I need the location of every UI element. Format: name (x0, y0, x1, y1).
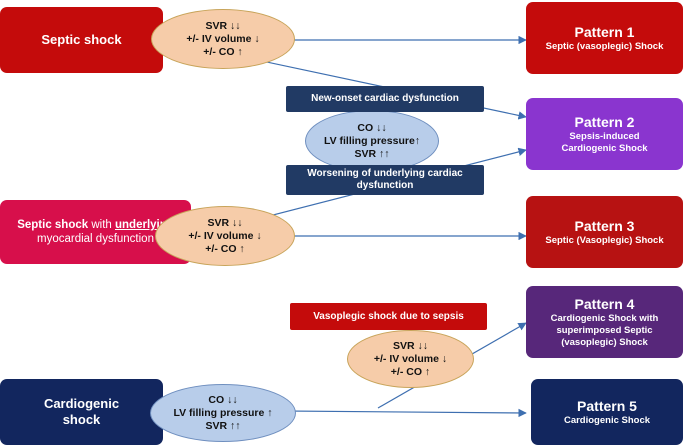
hemo-septic-line2: +/- IV volume ↓ (186, 32, 260, 45)
pattern-5-title: Pattern 5 (577, 397, 637, 414)
source-cardiogenic-line1: Cardiogenic (43, 396, 120, 411)
hemodynamics-cardiac-dysfunction: CO ↓↓ LV filling pressure↑ SVR ↑↑ (305, 110, 439, 172)
source-cardiogenic-shock: Cardiogenic shock (0, 379, 163, 445)
hemo-cardiogenic-line2: LV filling pressure ↑ (173, 406, 273, 419)
pattern-4-subtitle-line1: Cardiogenic Shock with (550, 312, 659, 324)
hemodynamics-superimposed-septic: SVR ↓↓ +/- IV volume ↓ +/- CO ↑ (347, 330, 474, 388)
hemo-septic-line1: SVR ↓↓ (205, 19, 241, 32)
hemo-septic-line3: +/- CO ↑ (203, 45, 243, 58)
tag-vasoplegic-shock-due-to-sepsis: Vasoplegic shock due to sepsis (290, 303, 487, 330)
tag-new-onset-cardiac-dysfunction: New-onset cardiac dysfunction (286, 86, 484, 112)
pattern-1-subtitle: Septic (vasoplegic) Shock (545, 40, 664, 52)
source-septic-underlying-part2: with (88, 219, 115, 231)
hemodynamics-septic: SVR ↓↓ +/- IV volume ↓ +/- CO ↑ (151, 9, 295, 69)
pattern-1-title: Pattern 1 (574, 23, 635, 40)
pattern-2-box: Pattern 2 Sepsis-induced Cardiogenic Sho… (526, 98, 683, 170)
hemo-septic-underlying-line2: +/- IV volume ↓ (188, 229, 262, 242)
hemo-cardiogenic-line1: CO ↓↓ (208, 393, 238, 406)
pattern-4-title: Pattern 4 (574, 295, 635, 312)
hemo-cardiac-line1: CO ↓↓ (357, 121, 387, 134)
pattern-4-subtitle-line2: superimposed Septic (556, 324, 653, 336)
pattern-2-title: Pattern 2 (574, 113, 635, 130)
source-septic-shock-label: Septic shock (41, 32, 122, 47)
tag-worsening-line2: dysfunction (356, 180, 414, 191)
hemodynamics-cardiogenic: CO ↓↓ LV filling pressure ↑ SVR ↑↑ (150, 384, 296, 442)
hemo-superimposed-line2: +/- IV volume ↓ (373, 352, 448, 365)
tag-vasoplegic-label: Vasoplegic shock due to sepsis (313, 310, 464, 322)
source-cardiogenic-line2: shock (62, 412, 101, 427)
pattern-3-box: Pattern 3 Septic (Vasoplegic) Shock (526, 196, 683, 268)
tag-new-onset-label: New-onset cardiac dysfunction (311, 93, 459, 104)
pattern-2-subtitle-line2: Cardiogenic Shock (561, 142, 648, 154)
hemo-cardiac-line2: LV filling pressure↑ (323, 134, 421, 147)
hemo-superimposed-line1: SVR ↓↓ (392, 339, 428, 352)
hemo-cardiogenic-line3: SVR ↑↑ (205, 419, 241, 432)
tag-worsening-line1: Worsening of underlying cardiac (307, 168, 463, 179)
pattern-2-subtitle-line1: Sepsis-induced (569, 130, 640, 142)
hemo-septic-underlying-line3: +/- CO ↑ (205, 242, 245, 255)
hemo-superimposed-line3: +/- CO ↑ (390, 365, 431, 378)
pattern-4-subtitle-line3: (vasoplegic) Shock (561, 336, 648, 348)
pattern-3-subtitle: Septic (Vasoplegic) Shock (545, 234, 664, 246)
pattern-1-box: Pattern 1 Septic (vasoplegic) Shock (526, 2, 683, 74)
pattern-5-subtitle: Cardiogenic Shock (563, 414, 651, 426)
hemodynamics-septic-underlying: SVR ↓↓ +/- IV volume ↓ +/- CO ↑ (155, 206, 295, 266)
pattern-5-box: Pattern 5 Cardiogenic Shock (531, 379, 683, 445)
source-septic-underlying-part1: Septic shock (17, 219, 89, 231)
tag-worsening-cardiac-dysfunction: Worsening of underlying cardiac dysfunct… (286, 165, 484, 195)
pattern-3-title: Pattern 3 (574, 217, 635, 234)
source-septic-shock: Septic shock (0, 7, 163, 73)
source-septic-underlying-part4: myocardial dysfunction (37, 233, 154, 245)
pattern-4-box: Pattern 4 Cardiogenic Shock with superim… (526, 286, 683, 358)
hemo-cardiac-line3: SVR ↑↑ (354, 147, 390, 160)
hemo-septic-underlying-line1: SVR ↓↓ (207, 216, 243, 229)
